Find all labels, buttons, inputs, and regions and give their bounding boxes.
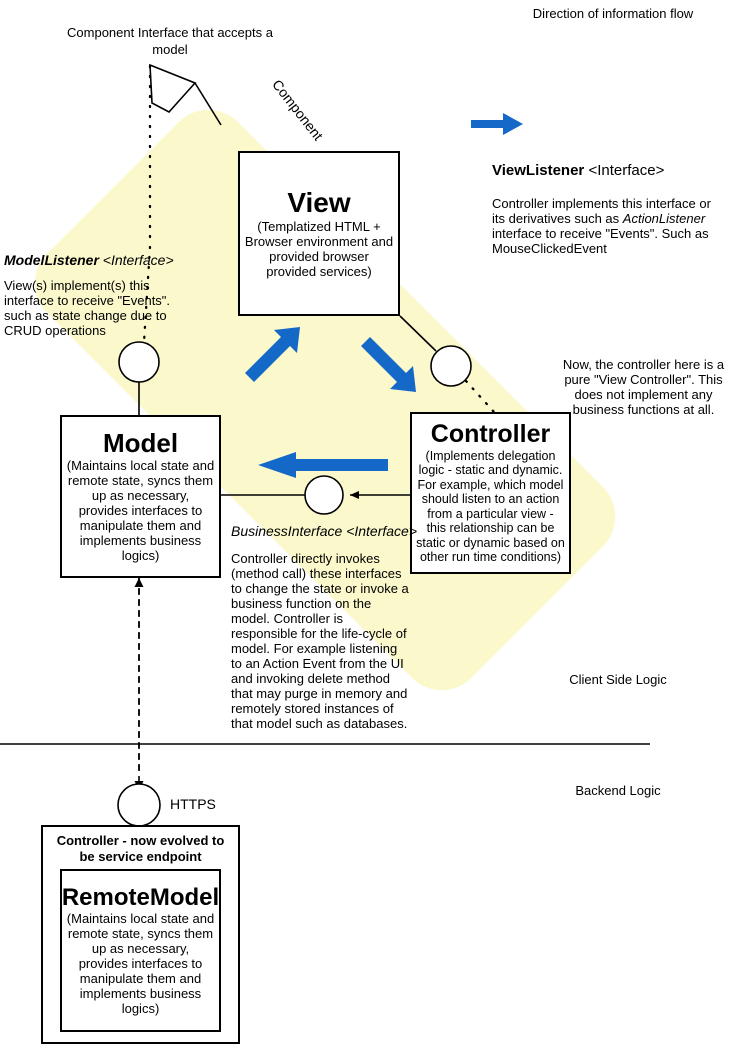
- view-description: (Templatized HTML + Browser environment …: [244, 219, 394, 280]
- component-interface-note: Component Interface that accepts a model: [67, 25, 273, 57]
- flow-arrow-legend: [471, 113, 523, 135]
- remote-model-title: RemoteModel: [61, 883, 220, 911]
- flow-arrow-model-to-view: [245, 327, 300, 382]
- https-label: HTTPS: [170, 796, 216, 812]
- backend-logic-label: Backend Logic: [575, 783, 661, 798]
- viewlistener-dotted-line: [464, 379, 496, 414]
- view-listener-stereotype: <Interface>: [588, 162, 665, 179]
- service-endpoint-title: Controller - now evolved to be service e…: [56, 833, 225, 864]
- model-listener-stereotype: <Interface>: [102, 252, 174, 268]
- remote-model-description: (Maintains local state and remote state,…: [66, 911, 215, 1017]
- view-listener-body: Controller implements this interface or …: [492, 196, 717, 256]
- component-region-label: Component: [269, 76, 327, 144]
- view-title: View: [287, 186, 351, 218]
- view-box[interactable]: View (Templatized HTML + Browser environ…: [238, 151, 400, 316]
- https-lollipop: [117, 783, 161, 827]
- business-interface-name: BusinessInterface: [231, 523, 343, 539]
- business-interface-heading: BusinessInterface <Interface>: [231, 524, 491, 539]
- model-listener-body: View(s) implement(s) this interface to r…: [4, 278, 171, 338]
- view-listener-body-part1: Controller implements this interface or …: [492, 196, 711, 226]
- controller-box[interactable]: Controller (Implements delegation logic …: [410, 412, 571, 574]
- controller-note: Now, the controller here is a pure "View…: [562, 357, 725, 417]
- remote-model-box[interactable]: RemoteModel (Maintains local state and r…: [60, 869, 221, 1032]
- view-listener-lollipop: [430, 345, 472, 387]
- model-description: (Maintains local state and remote state,…: [66, 458, 215, 564]
- view-listener-actionlistener: ActionListener: [622, 211, 706, 226]
- model-listener-name: ModelListener: [4, 252, 99, 268]
- view-to-viewlistener-line: [399, 315, 437, 352]
- view-listener-name: ViewListener: [492, 162, 585, 179]
- controller-description: (Implements delegation logic - static an…: [416, 448, 565, 565]
- model-listener-lollipop: [118, 341, 160, 415]
- controller-title: Controller: [430, 420, 551, 449]
- view-listener-heading: ViewListener <Interface>: [492, 163, 731, 178]
- business-interface-stereotype: <Interface>: [346, 523, 418, 539]
- flow-arrow-view-to-controller: [361, 337, 416, 392]
- model-title: Model: [102, 427, 179, 458]
- model-box[interactable]: Model (Maintains local state and remote …: [60, 415, 221, 578]
- business-interface-lollipop: [221, 475, 344, 515]
- direction-of-flow-note: Direction of information flow: [532, 6, 694, 21]
- aggregation-diamond-icon: [149, 63, 222, 126]
- client-side-logic-label: Client Side Logic: [569, 672, 667, 687]
- business-interface-body: Controller directly invokes (method call…: [231, 551, 409, 731]
- model-listener-heading: ModelListener <Interface>: [4, 253, 254, 268]
- flow-arrow-controller-to-model: [258, 452, 388, 478]
- view-listener-body-part2: interface to receive "Events". Such as M…: [492, 226, 709, 256]
